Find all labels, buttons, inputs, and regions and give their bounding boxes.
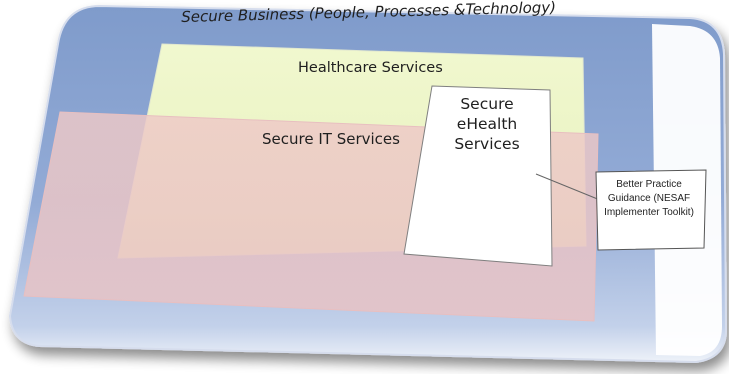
secure-ehealth-services-label: Secure eHealth Services <box>454 95 520 153</box>
guidance-callout-box <box>595 169 707 251</box>
callout-connector <box>535 173 601 201</box>
healthcare-services-label: Healthcare Services <box>298 60 443 76</box>
secure-ehealth-services-box <box>403 85 553 267</box>
secure-it-services-label: Secure IT Services <box>262 130 400 148</box>
better-practice-guidance-label: Better Practice Guidance (NESAF Implemen… <box>604 179 694 218</box>
